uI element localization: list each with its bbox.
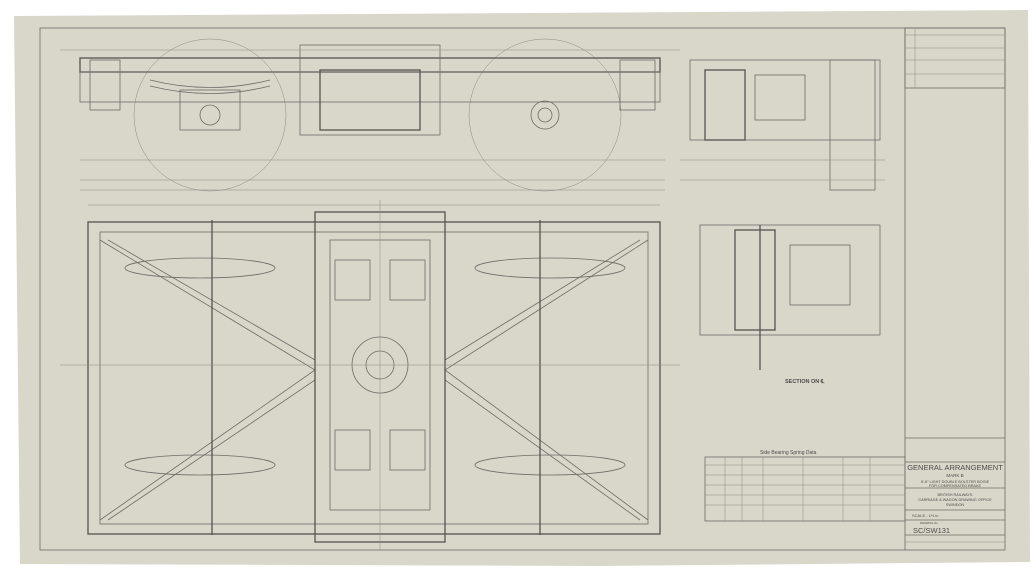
plan-view [60,200,680,550]
scale-text: SCALE - 1½ in [912,513,938,518]
drawing-number: SC/SW131 [913,526,950,535]
title-block: GENERAL ARRANGEMENT MARK B 8'-6" LIGHT D… [905,437,1005,543]
side-elevation-view [60,38,680,192]
end-view [680,59,885,191]
drawing-number-label: DRAWING No [920,521,938,525]
paper-sheet [14,10,1030,566]
spring-data-table: Side Bearing Spring Data [704,450,906,522]
revision-block [904,27,1006,89]
organisation-line-2: CARRIAGE & WAGON DRAWING OFFICE [918,498,992,502]
description-line-2: FOR COMPENSATED BRAKE [929,484,982,488]
description-line-1: 8'-6" LIGHT DOUBLE BOLSTER BOGIE [921,480,990,484]
drawing-border [39,27,1006,551]
organisation-line-3: SWINDON [946,503,965,507]
title-text: GENERAL ARRANGEMENT [907,463,1003,472]
organisation-line-1: BRITISH RAILWAYS [938,493,973,497]
section-view: SECTION ON ℄ [699,224,881,385]
mark-text: MARK B [946,473,963,478]
section-label: SECTION ON ℄ [785,378,825,385]
table-title: Side Bearing Spring Data [760,450,817,456]
